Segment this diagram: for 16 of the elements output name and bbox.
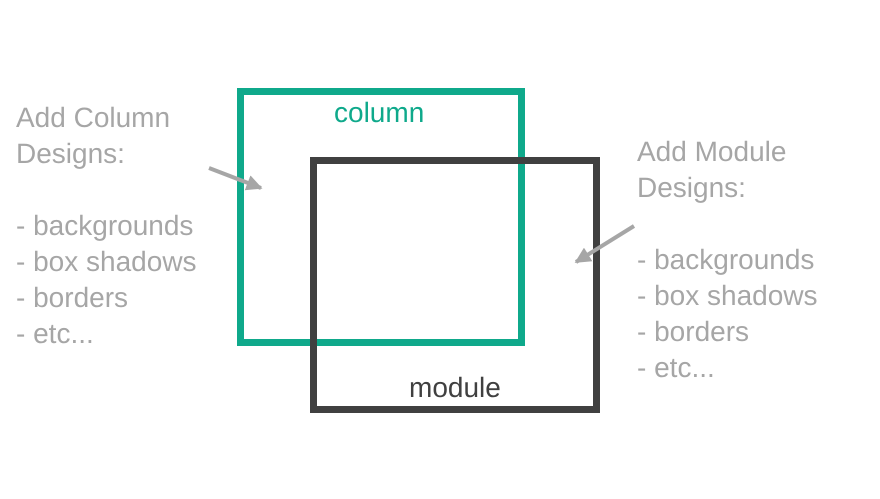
note-heading: Add Column Designs: <box>16 101 172 171</box>
list-item: - etc... <box>637 351 715 385</box>
list-item: - box shadows <box>16 245 197 279</box>
box-label: column <box>334 97 424 129</box>
arrow <box>208 166 262 190</box>
arrow <box>574 224 636 264</box>
box-label: module <box>409 372 501 404</box>
list-item: - borders <box>16 281 128 315</box>
list-item: - borders <box>637 315 750 349</box>
note-heading: Add Module Designs: <box>637 135 788 205</box>
list-item: - etc... <box>16 317 94 351</box>
frame-box <box>237 88 525 346</box>
frame-box <box>310 157 600 413</box>
list-item: - backgrounds <box>637 243 814 277</box>
list-item: - backgrounds <box>16 209 194 243</box>
list-item: - box shadows <box>637 279 818 313</box>
